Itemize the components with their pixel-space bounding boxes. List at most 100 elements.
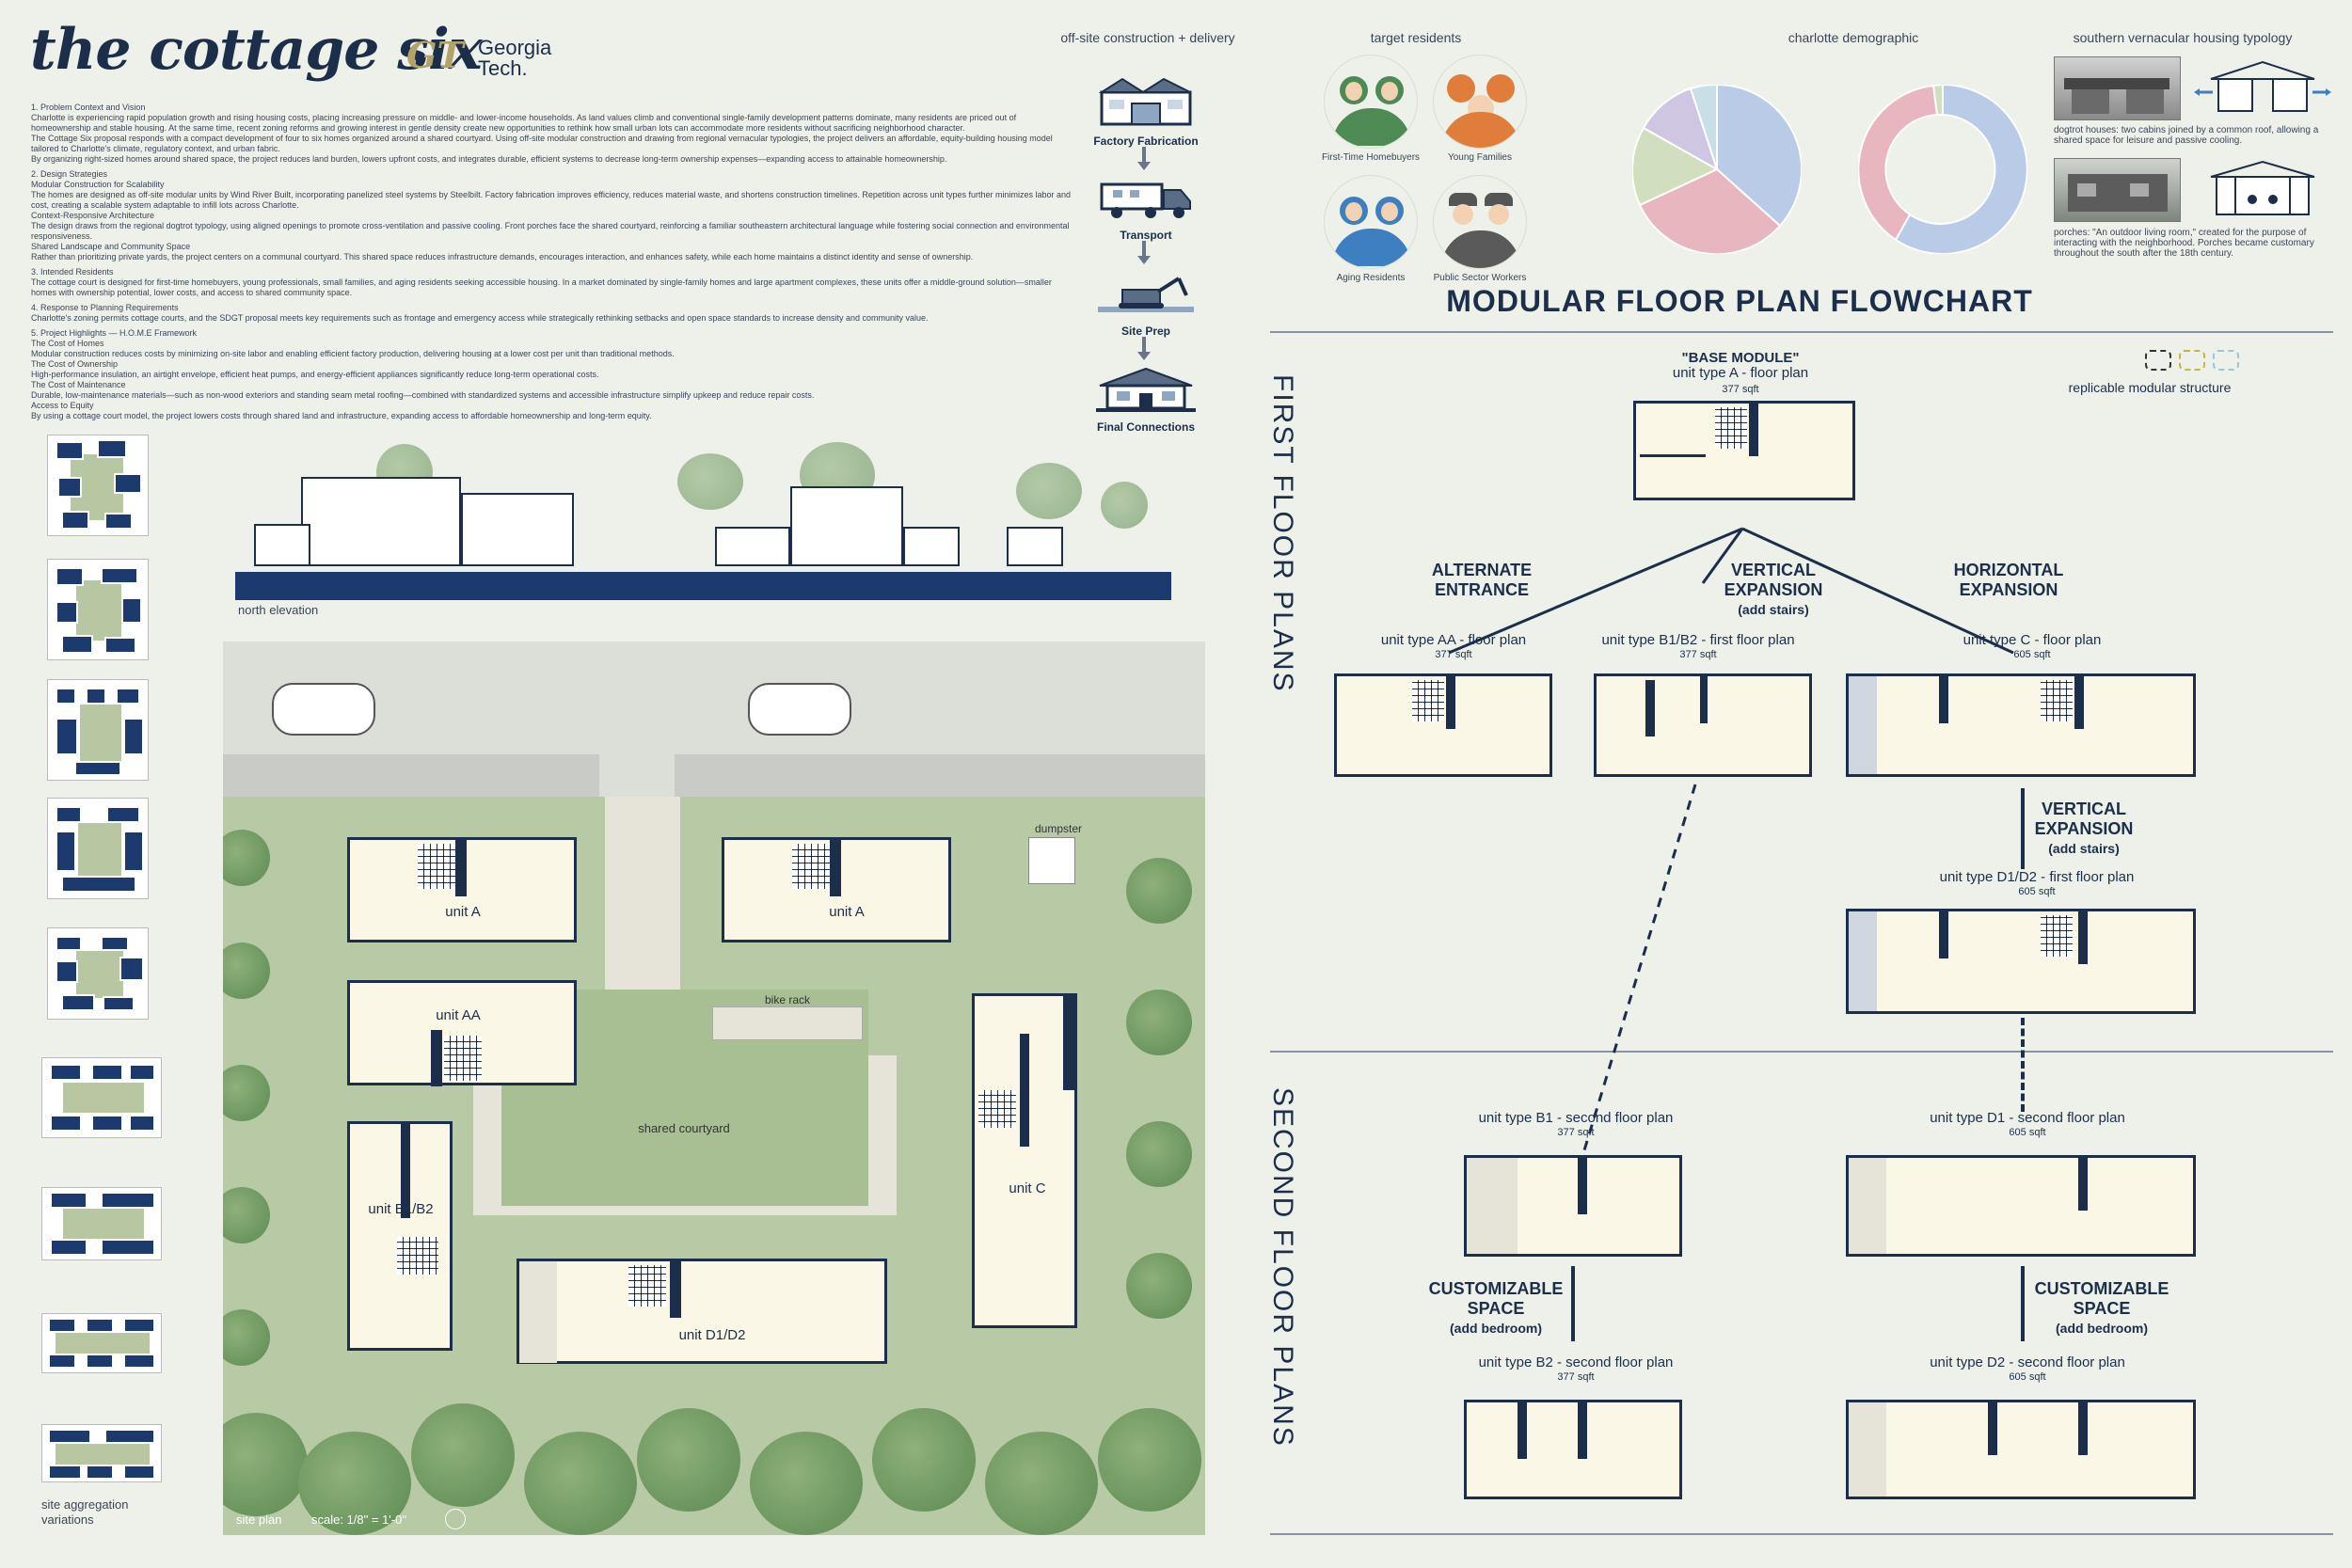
description-line: Modular Construction for Scalability [31, 180, 165, 189]
resident-label: Public Sector Workers [1433, 273, 1527, 283]
resident-label: First-Time Homebuyers [1321, 152, 1421, 163]
branch-label: HORIZONTAL [1953, 561, 2064, 579]
aggregation-label: site aggregation [41, 1497, 129, 1512]
description-line: 4. Response to Planning Requirements [31, 303, 179, 312]
down-arrow-icon [1142, 241, 1146, 258]
description-line: Modular construction reduces costs by mi… [31, 349, 675, 358]
offsite-step-label: Site Prep [1120, 325, 1171, 338]
plan-c-sqft: 605 sqft [2013, 649, 2051, 660]
site-unit-b1b2: unit B1/B2 [347, 1121, 453, 1351]
plan-d1 [1846, 1155, 2196, 1257]
dumpster [1028, 837, 1075, 884]
site-unit-c: unit C [972, 993, 1077, 1328]
plan-aa-sqft: 377 sqft [1435, 649, 1472, 660]
branch-vertical-2: VERTICAL EXPANSION (add stairs) [2013, 800, 2154, 859]
site-plan: shared courtyard bike rack dumpster unit… [223, 641, 1205, 1535]
description-line: The design draws from the regional dogtr… [31, 221, 1070, 241]
plan-d2-label: unit type D2 - second floor plan [1930, 1354, 2125, 1370]
branch-label: EXPANSION [2034, 819, 2134, 838]
offsite-step-siteprep: Site Prep [1089, 271, 1202, 338]
plan-aa [1334, 673, 1552, 777]
branch-sublabel: (add stairs) [2048, 841, 2120, 856]
site-unit-a-right: unit A [722, 837, 951, 942]
scale-label: scale: 1/8" = 1'-0" [311, 1513, 406, 1527]
car [748, 683, 851, 736]
resident-group-families: Young Families [1428, 55, 1532, 163]
offsite-step-label: Final Connections [1096, 420, 1195, 434]
branch-sublabel: (add stairs) [1738, 602, 1809, 617]
branch-horizontal: HORIZONTAL EXPANSION [1938, 561, 2079, 600]
family-icon [1433, 55, 1527, 149]
plan-b1b2 [1594, 673, 1812, 777]
porch-caption: porches: "An outdoor living room," creat… [2054, 228, 2314, 259]
plan-aa-label: unit type AA - floor plan [1380, 632, 1527, 648]
aggregation-variation [47, 927, 149, 1020]
plan-b1-label: unit type B1 - second floor plan [1478, 1110, 1674, 1126]
description-line: Charlotte is experiencing rapid populati… [31, 113, 1017, 133]
school-name-line1: Georgia [478, 36, 552, 59]
branch-custom-right: CUSTOMIZABLE SPACE (add bedroom) [2026, 1279, 2177, 1338]
base-module-title: "BASE MODULE" [1681, 350, 1800, 366]
description-line: Durable, low-maintenance materials—such … [31, 390, 815, 400]
porch-photo [2054, 158, 2181, 222]
porch-sketch-icon [2210, 160, 2315, 215]
plan-d2 [1846, 1400, 2196, 1499]
down-arrow-icon [1137, 162, 1151, 170]
site-unit-label: unit D1/D2 [678, 1327, 746, 1343]
down-arrow-icon [1137, 352, 1151, 360]
demographic-donut-chart [1858, 85, 2027, 254]
vertical-connector [2021, 788, 2025, 869]
description-line: 5. Project Highlights — H.O.M.E Framewor… [31, 328, 198, 338]
plan-b1 [1464, 1155, 1682, 1257]
branch-custom-left: CUSTOMIZABLE SPACE (add bedroom) [1421, 1279, 1571, 1338]
description-line: Charlotte's zoning permits cottage court… [31, 313, 929, 323]
school-name-line2: Tech. [478, 56, 528, 80]
branch-label: VERTICAL [1731, 561, 1816, 579]
homebuyers-icon [1324, 55, 1418, 149]
aging-residents-icon [1324, 175, 1418, 269]
description-line: The homes are designed as off-site modul… [31, 190, 1072, 210]
aggregation-variation [47, 435, 149, 536]
resident-label: Young Families [1447, 152, 1512, 163]
excavator-icon [1098, 277, 1194, 312]
site-unit-label: unit C [1009, 1180, 1046, 1196]
plan-c [1846, 673, 2196, 777]
plan-c-label: unit type C - floor plan [1963, 632, 2102, 648]
aggregation-variation [47, 798, 149, 899]
public-workers-icon [1433, 175, 1527, 269]
first-floor-heading: FIRST FLOOR PLANS [1267, 374, 1298, 693]
replicable-label: replicable modular structure [2068, 380, 2232, 395]
plan-d1-sqft: 605 sqft [2009, 1127, 2046, 1138]
site-unit-a-left: unit A [347, 837, 577, 942]
down-arrow-icon [1137, 256, 1151, 264]
description-line: The Cost of Ownership [31, 359, 119, 369]
house-icon [1096, 367, 1196, 412]
site-plan-label: site plan [236, 1513, 282, 1527]
description-line: Access to Equity [31, 401, 94, 410]
site-unit-d1d2: unit D1/D2 [516, 1259, 887, 1364]
branch-label: EXPANSION [1724, 580, 1823, 599]
offsite-step-transport: Transport [1089, 179, 1202, 242]
offsite-step-final: Final Connections [1089, 365, 1202, 434]
demographic-pie-chart [1632, 85, 1802, 254]
branch-vertical: VERTICAL EXPANSION (add stairs) [1703, 561, 1844, 620]
plan-b1-sqft: 377 sqft [1557, 1127, 1595, 1138]
aggregation-label: variations [41, 1513, 94, 1527]
custom-connector [1571, 1266, 1575, 1341]
branch-label: ALTERNATE [1431, 561, 1533, 579]
flowchart-mid-rule [1270, 1051, 2333, 1053]
dogtrot-sketch-icon [2194, 60, 2331, 112]
dashed-connector [1579, 784, 1697, 1164]
flowchart-title: MODULAR FLOOR PLAN FLOWCHART [1446, 284, 2033, 318]
resident-group-public: Public Sector Workers [1428, 175, 1532, 283]
site-unit-label: unit A [445, 904, 481, 920]
aggregation-variation [41, 1313, 162, 1373]
description-line: By organizing right-sized homes around s… [31, 154, 947, 164]
branch-label: EXPANSION [1959, 580, 2058, 599]
branch-label: SPACE [2073, 1299, 2131, 1318]
base-module-label: unit type A - floor plan [1672, 365, 1809, 381]
flowchart-bottom-rule [1270, 1533, 2333, 1535]
aggregation-variation [41, 1057, 162, 1138]
bike-rack-label: bike rack [764, 993, 811, 1006]
branch-label: ENTRANCE [1434, 580, 1529, 599]
